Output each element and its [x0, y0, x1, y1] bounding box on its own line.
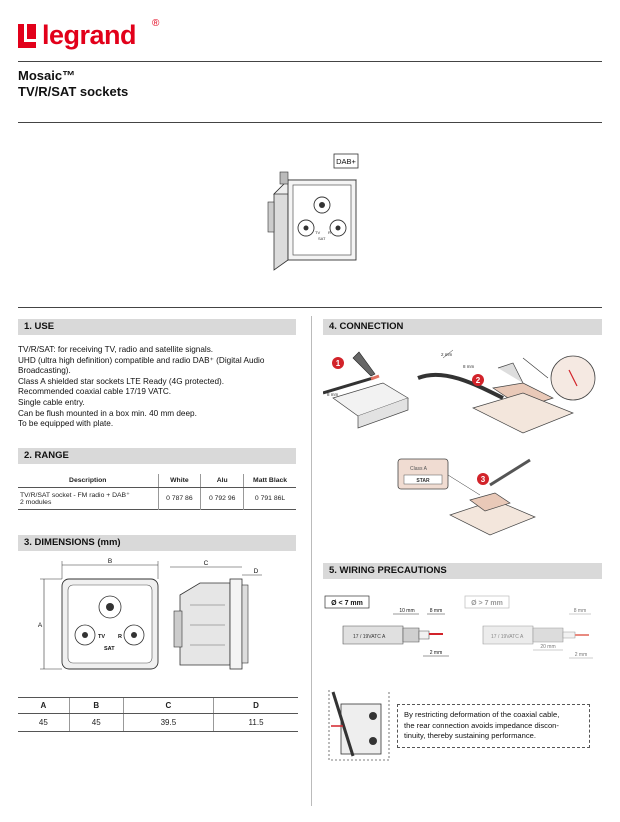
section-connection-heading: 4. CONNECTION [323, 319, 602, 335]
use-line: TV/R/SAT: for receiving TV, radio and sa… [18, 345, 214, 354]
dims-col-c: C [122, 697, 214, 714]
dims-value-c: 39.5 [122, 713, 214, 732]
product-image: DAB+ TV R SAT [267, 153, 359, 271]
table-row: TV/R/SAT socket - FM radio + DAB⁺ 2 modu… [18, 487, 296, 510]
drawing-label-sat: SAT [104, 646, 115, 652]
wiring-note: By restricting deformation of the coaxia… [397, 704, 590, 748]
dimensions-table: A B C D 45 45 39.5 11.5 [18, 697, 298, 732]
use-line: Single cable entry. [18, 397, 85, 407]
use-line: To be equipped with plate. [18, 419, 114, 429]
use-line: Recommended coaxial cable 17/19 VATC. [18, 387, 172, 397]
dims-value-b: 45 [68, 713, 124, 732]
dims-col-b: B [68, 697, 124, 714]
step-badge [472, 374, 484, 386]
connection-steps-1-2: 1 8 mm 2 mm 8 mm 2 [323, 349, 596, 434]
socket-label-sat: SAT [318, 236, 326, 241]
right-cable: 17 / 19VATC A [491, 634, 524, 640]
range-col-description: Description [18, 474, 158, 488]
dim-label-d: D [254, 568, 259, 575]
step-2-label: 2 [476, 376, 481, 385]
product-line: Mosaic™ [18, 68, 76, 83]
drawing-label-tv: TV [98, 634, 105, 640]
dim-label-c: C [204, 560, 209, 567]
range-ref-matt-black: 0 791 86L [243, 487, 296, 510]
section-use-heading: 1. USE [18, 319, 296, 335]
step-1-label: 1 [336, 359, 341, 368]
right-diameter: Ø > 7 mm [471, 600, 503, 607]
range-ref-alu: 0 792 96 [200, 487, 244, 510]
range-ref-white: 0 787 86 [157, 487, 201, 510]
table-row: 45 45 39.5 11.5 [18, 713, 298, 732]
product-name: TV/R/SAT sockets [18, 84, 129, 99]
legrand-logo-icon [18, 24, 36, 48]
registered-mark: ® [152, 18, 160, 29]
brand-name: legrand [42, 20, 137, 50]
use-text: TV/R/SAT: for receiving TV, radio and sa… [18, 345, 300, 430]
note-line: the rear connection avoids impedance dis… [404, 720, 559, 730]
dim-label-a: A [38, 622, 43, 629]
right-dim-20: 20 mm [540, 644, 555, 650]
image-rule [18, 307, 602, 308]
left-diameter: Ø < 7 mm [331, 600, 363, 607]
left-dim-8: 8 mm [430, 608, 443, 614]
range-col-alu: Alu [200, 474, 244, 488]
range-col-matt-black: Matt Black [243, 474, 296, 488]
column-divider [311, 316, 312, 806]
note-line: By restricting deformation of the coaxia… [404, 710, 560, 719]
step-1-dim: 8 mm [327, 392, 339, 397]
section-dimensions-heading: 3. DIMENSIONS (mm) [18, 535, 296, 551]
socket-label-tv: TV [315, 230, 320, 235]
use-line: UHD (ultra high definition) compatible a… [18, 355, 265, 365]
left-dim-2: 2 mm [430, 650, 443, 656]
range-table: Description White Alu Matt Black TV/R/SA… [18, 474, 296, 510]
class-a-label: Class A [410, 466, 428, 472]
note-line: tinuity, thereby sustaining performance. [404, 731, 536, 740]
right-dim-2: 2 mm [575, 652, 588, 658]
star-label: STAR [416, 478, 430, 484]
use-line: Class A shielded star sockets LTE Ready … [18, 376, 224, 386]
range-description-line: TV/R/SAT socket - FM radio + DAB⁺ [20, 492, 130, 499]
dimensions-drawing: B A TV R SAT C D [38, 558, 262, 670]
drawing-label-r: R [118, 634, 122, 640]
step-2-dim: 2 mm [441, 352, 453, 357]
step-badge [332, 357, 344, 369]
step-2-dim-8: 8 mm [463, 364, 475, 369]
step-3-label: 3 [481, 475, 486, 484]
section-wiring-heading: 5. WIRING PRECAUTIONS [323, 563, 602, 579]
use-line: Broadcasting). [18, 366, 71, 376]
title-rule [18, 122, 602, 123]
dab-badge: DAB+ [336, 157, 356, 166]
dims-value-d: 11.5 [213, 713, 298, 732]
left-dim-10: 10 mm [399, 608, 414, 614]
dim-label-b: B [108, 558, 112, 565]
socket-label-r: R [328, 230, 331, 235]
range-description: TV/R/SAT socket - FM radio + DAB⁺ 2 modu… [18, 488, 158, 510]
header-rule [18, 61, 602, 62]
wiring-diagrams: Ø < 7 mm 17 / 19VATC A 10 mm 8 mm 2 mm Ø… [324, 595, 593, 659]
section-range-heading: 2. RANGE [18, 448, 296, 464]
range-col-white: White [157, 474, 201, 488]
dims-col-d: D [213, 697, 298, 714]
connection-step-3: Class A STAR 3 [397, 458, 536, 536]
dims-col-a: A [18, 697, 70, 714]
product-title: Mosaic™ TV/R/SAT sockets [18, 68, 128, 100]
left-cable: 17 / 19VATC A [353, 634, 386, 640]
right-dim-8: 8 mm [574, 608, 587, 614]
dims-value-a: 45 [18, 713, 70, 732]
rear-connection-illustration [328, 690, 390, 761]
step-badge [477, 473, 489, 485]
use-line: Can be flush mounted in a box min. 40 mm… [18, 408, 197, 418]
range-description-line: 2 modules [20, 499, 52, 506]
